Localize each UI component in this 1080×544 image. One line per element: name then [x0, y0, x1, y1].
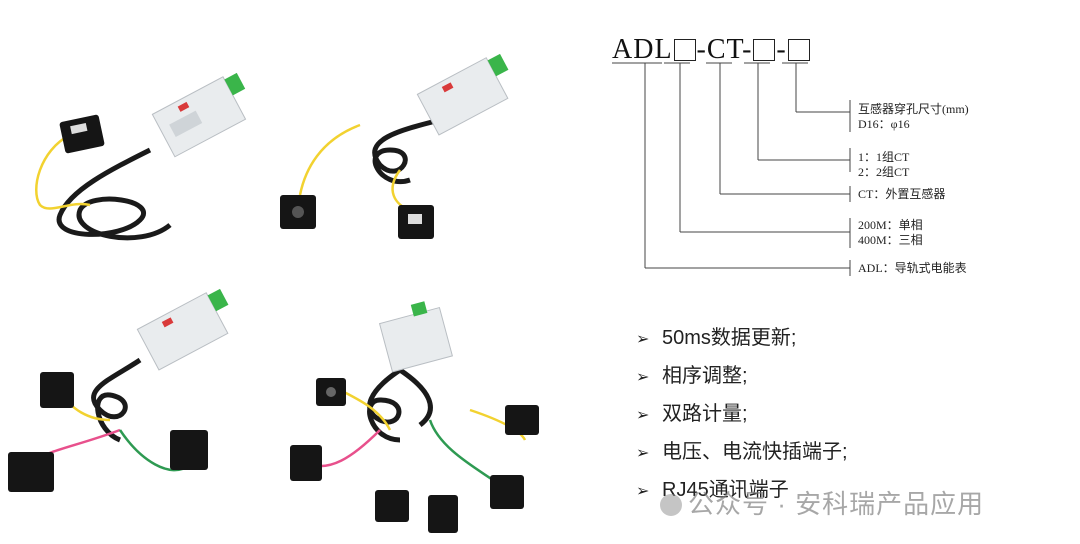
diagram-lines	[612, 62, 851, 276]
bullet-arrow-icon: ➢	[636, 331, 650, 348]
code-slot-box	[753, 39, 776, 61]
label-line: 互感器穿孔尺寸(mm)	[858, 102, 969, 116]
model-code: ADL -CT--	[612, 34, 811, 66]
bullet-arrow-icon: ➢	[636, 369, 650, 386]
bullet-arrow-icon: ➢	[636, 407, 650, 424]
feature-text: 电压、电流快插端子;	[662, 441, 848, 463]
model-code-diagram: 互感器穿孔尺寸(mm) D16：φ16 1：1组CT 2：2组CT CT：外置互…	[600, 60, 1080, 290]
feature-list: ➢ 50ms数据更新; ➢ 相序调整; ➢ 双路计量; ➢ 电压、电流快插端子; ➢ RJ…	[636, 325, 848, 515]
label-ct-aperture: 互感器穿孔尺寸(mm) D16：φ16	[858, 102, 969, 132]
feature-item: ➢ 双路计量;	[636, 401, 848, 439]
bullet-arrow-icon: ➢	[636, 445, 650, 462]
label-line: 200M：单相	[858, 218, 923, 232]
watermark: 公众号 · 安科瑞产品应用	[660, 484, 984, 521]
feature-item: ➢ RJ45通讯端子	[636, 477, 848, 515]
feature-text: 50ms数据更新;	[662, 327, 797, 349]
feature-item: ➢ 相序调整;	[636, 363, 848, 401]
label-line: 2：2组CT	[858, 165, 910, 179]
feature-item: ➢ 50ms数据更新;	[636, 325, 848, 363]
code-slot-box	[787, 39, 810, 61]
feature-text: RJ45通讯端子	[662, 479, 789, 501]
feature-text: 相序调整;	[662, 365, 748, 387]
label-line: ADL：导轨式电能表	[858, 261, 967, 275]
feature-item: ➢ 电压、电流快插端子;	[636, 439, 848, 477]
model-code-middle: -CT-	[696, 34, 753, 65]
label-phase: 200M：单相 400M：三相	[858, 218, 923, 248]
label-line: 400M：三相	[858, 233, 923, 247]
product-single-ct-vertical	[280, 53, 509, 239]
label-ct-groups: 1：1组CT 2：2组CT	[858, 150, 909, 180]
bullet-arrow-icon: ➢	[636, 483, 650, 500]
label-din-rail-meter: ADL：导轨式电能表	[858, 261, 967, 276]
feature-text: 双路计量;	[662, 403, 748, 425]
product-illustration	[8, 53, 539, 533]
product-single-ct-horizontal	[35, 72, 247, 241]
wechat-icon	[660, 494, 682, 516]
product-dual-ct-right	[290, 301, 539, 533]
model-code-dash: -	[776, 34, 787, 65]
watermark-text: 公众号 · 安科瑞产品应用	[688, 489, 985, 519]
label-line: 1：1组CT	[858, 150, 910, 164]
product-dual-ct-left	[8, 288, 229, 492]
model-code-prefix: ADL	[612, 34, 673, 65]
code-slot-box	[673, 39, 696, 61]
label-line: D16：φ16	[858, 117, 910, 131]
label-line: CT：外置互感器	[858, 187, 946, 201]
product-photos	[8, 53, 539, 533]
label-external-ct: CT：外置互感器	[858, 187, 945, 202]
